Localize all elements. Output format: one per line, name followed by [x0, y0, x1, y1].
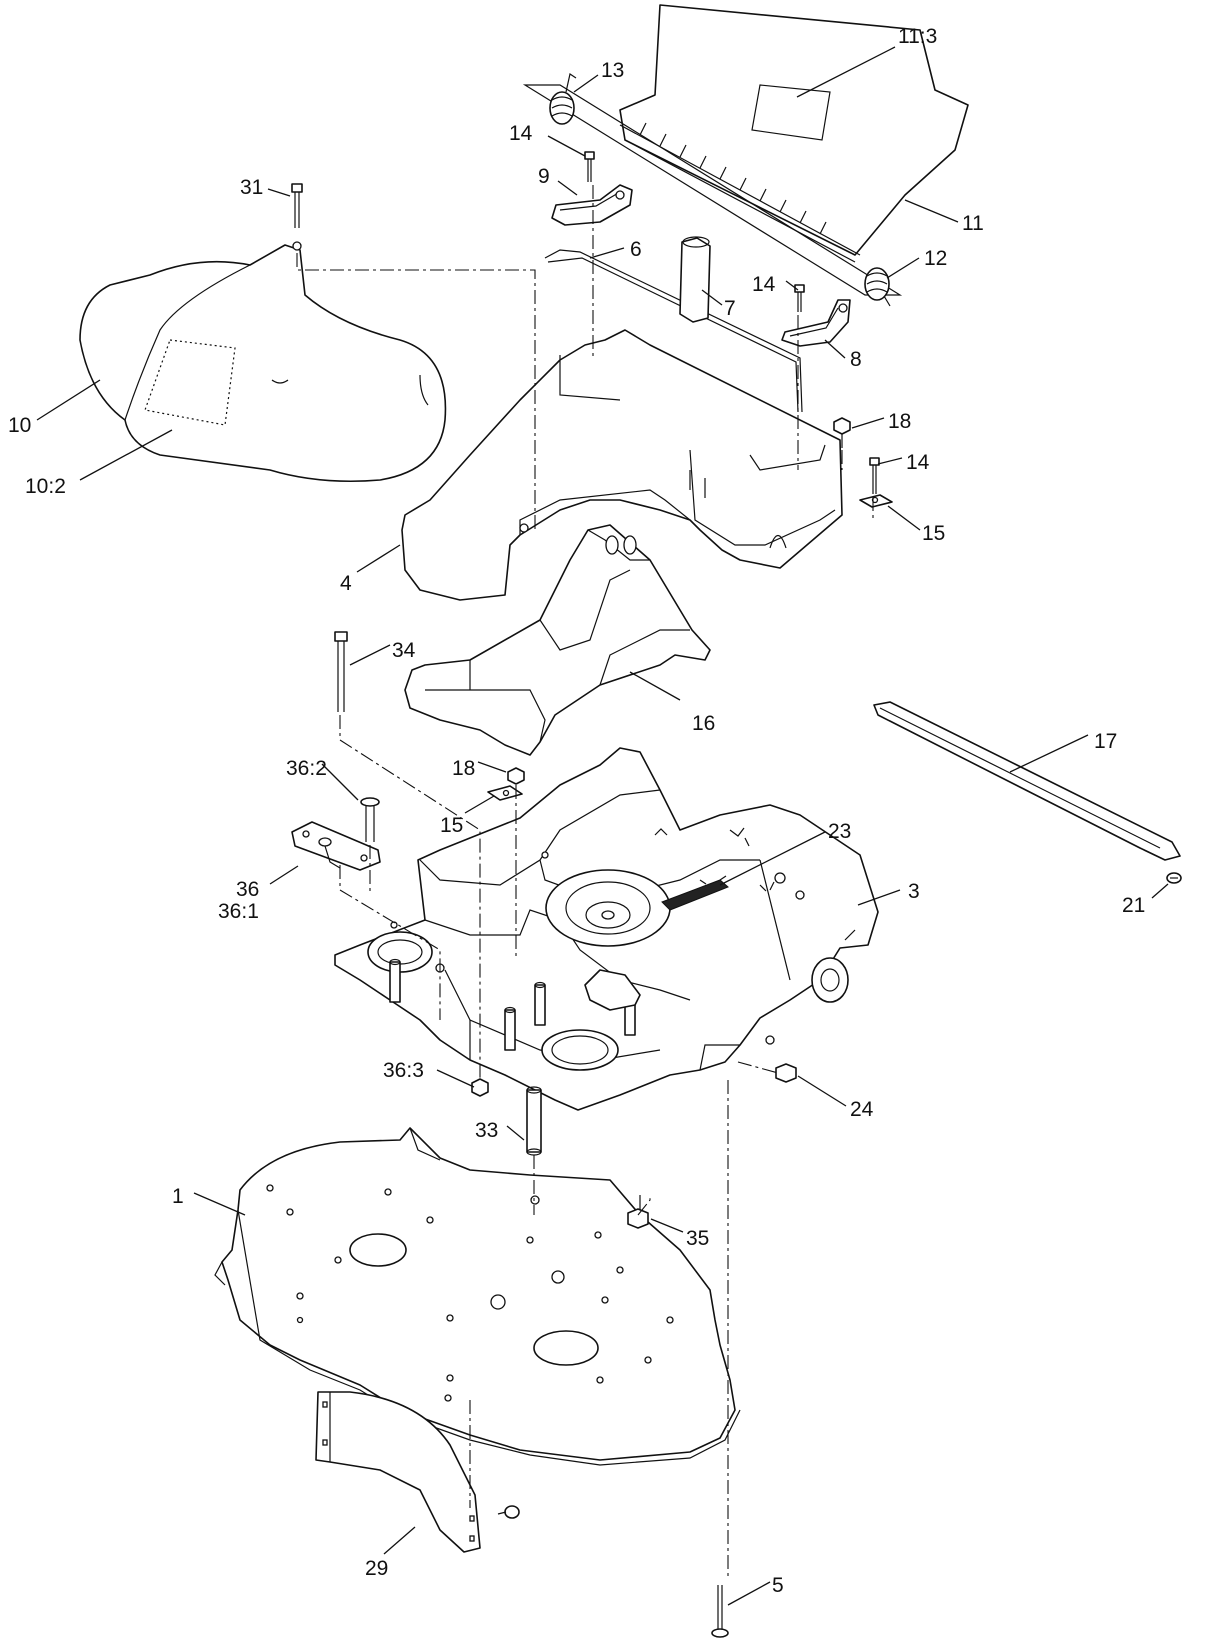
part-23-decal	[661, 879, 729, 911]
part-15-clip-upper	[859, 494, 893, 508]
part-29-screw	[497, 1505, 520, 1519]
callout-10-2: 10:2	[25, 475, 66, 498]
callout-16: 16	[692, 712, 715, 735]
part-14-bolt-upper	[584, 151, 595, 182]
leader-lines	[36, 46, 1169, 1606]
part-21-screw	[1166, 872, 1182, 884]
part-35-nut	[627, 1208, 649, 1229]
callout-17: 17	[1094, 730, 1117, 753]
callout-6: 6	[630, 238, 642, 261]
part-11-deflector-cover	[619, 4, 969, 263]
part-36-2-pin	[360, 797, 380, 842]
callout-36-3: 36:3	[383, 1059, 424, 1082]
callout-3: 3	[908, 880, 920, 903]
callout-33: 33	[475, 1119, 498, 1142]
part-29-side-bracket	[315, 1391, 481, 1553]
part-15-clip-lower	[487, 785, 523, 801]
part-34-long-bolt	[334, 631, 348, 712]
callout-10: 10	[8, 414, 31, 437]
part-17-rail	[873, 701, 1181, 861]
part-36-bracket-plate	[291, 821, 381, 871]
part-1-belt-cover	[214, 1127, 741, 1466]
callout-24: 24	[850, 1098, 874, 1121]
part-33-spacer	[526, 1086, 542, 1156]
part-5-bolt	[711, 1585, 729, 1638]
part-18-nut-lower	[507, 767, 525, 785]
callout-36-2: 36:2	[286, 757, 327, 780]
callout-12: 12	[924, 247, 947, 270]
callout-21: 21	[1122, 894, 1145, 917]
callout-14-middle: 14	[752, 273, 776, 296]
callout-36-1: 36:1	[218, 900, 259, 923]
part-8-hinge-bracket	[781, 299, 851, 347]
callout-9: 9	[538, 165, 550, 188]
callout-18-upper: 18	[888, 410, 911, 433]
callout-15-lower: 15	[440, 814, 463, 837]
callout-1: 1	[172, 1185, 184, 1208]
part-14-bolt-lower	[869, 457, 880, 494]
part-3-frame	[334, 747, 879, 1111]
callout-35: 35	[686, 1227, 709, 1250]
callout-11-3: 11:3	[898, 25, 937, 48]
part-36-3-nut	[471, 1078, 489, 1097]
part-10-cover	[79, 244, 447, 483]
callout-7: 7	[724, 297, 736, 320]
callout-8: 8	[850, 348, 862, 371]
callout-15-upper: 15	[922, 522, 945, 545]
callout-4: 4	[340, 572, 352, 595]
callout-31: 31	[240, 176, 263, 199]
part-14-bolt-middle	[794, 284, 805, 312]
deflector-hinge-ribs	[639, 122, 827, 235]
part-12-torsion-spring	[864, 267, 891, 307]
callout-11: 11	[962, 212, 984, 235]
callout-18-lower: 18	[452, 757, 475, 780]
callout-34: 34	[392, 639, 416, 662]
part-24-nut	[775, 1063, 797, 1083]
part-7-handle-grip	[679, 236, 711, 323]
callout-5: 5	[772, 1574, 784, 1597]
callout-14-lower: 14	[906, 451, 930, 474]
callout-23: 23	[828, 820, 851, 843]
part-18-nut-upper	[833, 417, 851, 448]
callout-14-upper: 14	[509, 122, 533, 145]
hinge-plane-outline	[522, 84, 903, 296]
part-16-channel-shroud	[404, 524, 711, 756]
callout-13: 13	[601, 59, 624, 82]
callout-29: 29	[365, 1557, 388, 1580]
callout-labels: 11:3 13 14 9 31 6 11 12 14 7 8 10 10:2 1…	[8, 25, 1145, 1597]
assembly-centerlines	[296, 185, 874, 1578]
part-31-bolt	[291, 183, 303, 251]
part-13-torsion-spring	[549, 73, 577, 125]
part-9-hinge-bracket	[551, 184, 633, 226]
callout-36: 36	[236, 878, 259, 901]
part-4-housing	[401, 329, 843, 601]
